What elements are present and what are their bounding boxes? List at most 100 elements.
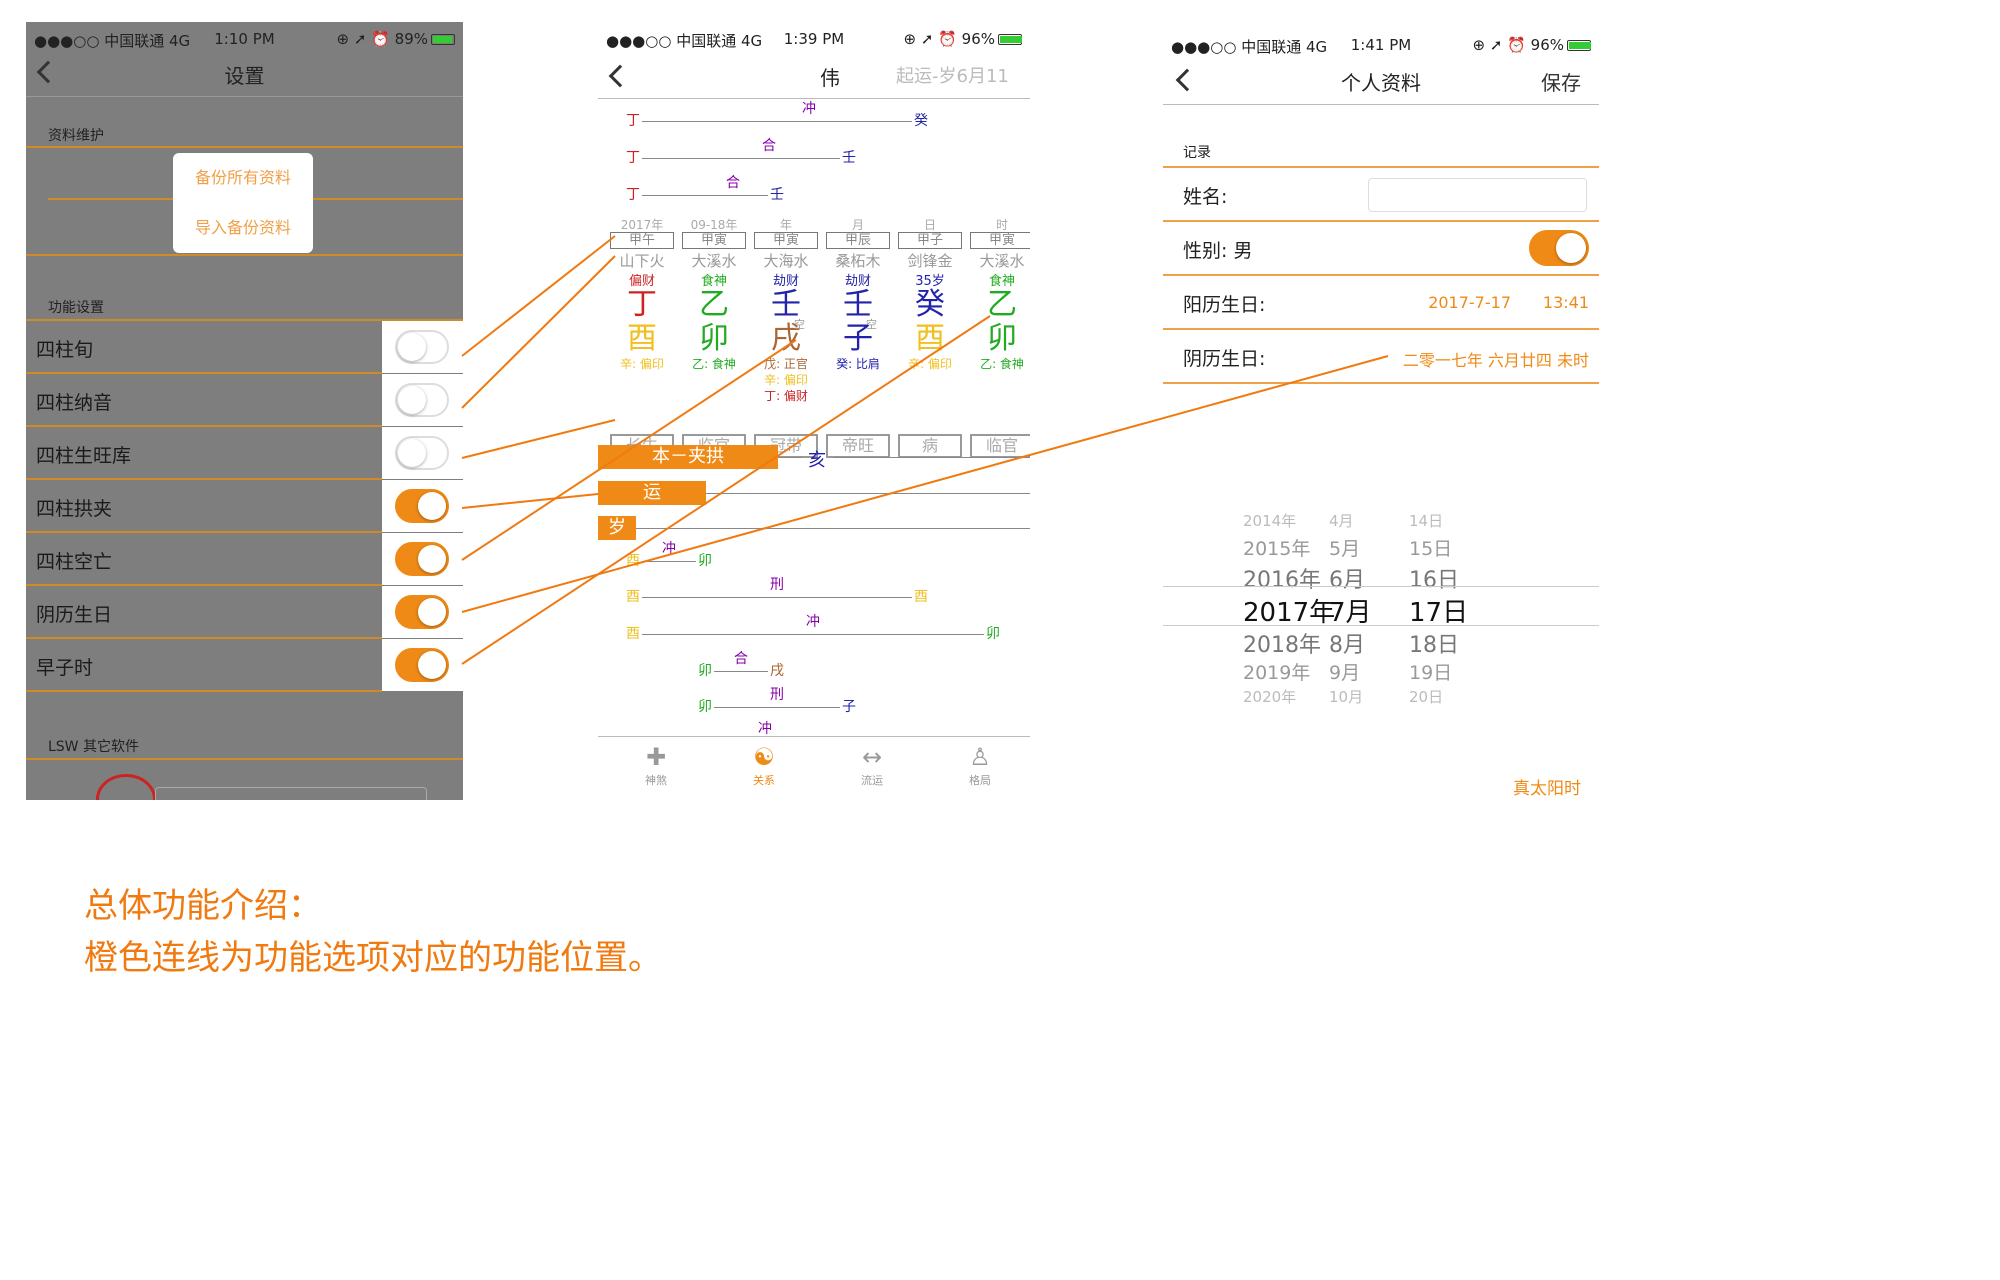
pillar-nayin: 大海水 [763,252,809,270]
relation-line [642,597,912,598]
picker-value[interactable]: 2018年 [1243,633,1321,658]
solar-date[interactable]: 2017-7-17 [1428,293,1511,312]
picker-value[interactable]: 2014年 [1243,512,1297,530]
pillar-zhi: 戌 [771,321,801,356]
picker-value[interactable]: 10月 [1329,688,1364,706]
picker-value[interactable]: 9月 [1329,662,1361,684]
name-input[interactable] [1368,178,1587,212]
gender-toggle[interactable] [1529,230,1589,266]
picker-value[interactable]: 2017年 [1243,598,1336,628]
hidden-stem: 丁: 偏财 [764,389,808,403]
picker-value[interactable]: 14日 [1409,512,1444,530]
import-backup-button[interactable]: 导入备份资料 [194,218,291,237]
picker-value[interactable]: 4月 [1329,512,1354,530]
divider [26,531,382,533]
connector-kongwang [461,339,797,561]
setting-label: 四柱生旺库 [36,445,132,467]
connector-nayin [461,255,616,409]
kongwang-mark: 空 [794,318,805,331]
divider [598,736,1030,737]
setting-row: 早子时 [26,639,463,691]
picker-value[interactable]: 5月 [1329,538,1361,560]
setting-toggle[interactable] [395,383,449,417]
divider [598,98,1030,99]
setting-toggle[interactable] [395,542,449,576]
tab-geju[interactable]: ♙格局 [930,742,1030,788]
relation-b: 壬 [770,187,784,203]
pillar-gan: 乙 [699,287,729,322]
setting-toggle[interactable] [395,595,449,629]
picker-value[interactable]: 2015年 [1243,538,1311,560]
hidden-stem: 癸: 比肩 [836,357,880,371]
battery-status: ⊕ ➚ ⏰ 89% [337,30,455,48]
picker-value[interactable]: 2016年 [1243,568,1321,593]
divider [706,493,1030,494]
hidden-stem: 辛: 偏印 [620,357,664,371]
connector-xun [461,235,616,357]
picker-selection-line [1163,586,1599,587]
tab-liuyun[interactable]: ↔流运 [822,742,922,788]
clock: 1:10 PM [214,30,275,48]
relation-a: 酉 [626,626,640,642]
true-solar-time-button[interactable]: 真太阳时 [1513,779,1581,799]
tab-shensha[interactable]: ✚神煞 [606,742,706,788]
relation-b: 酉 [914,589,928,605]
pillar-ganzhi: 甲寅 [682,232,746,249]
divider [26,146,463,148]
tab-guanxi[interactable]: ☯关系 [714,742,814,788]
picker-value[interactable]: 7月 [1329,598,1372,628]
setting-toggle[interactable] [395,489,449,523]
picker-value[interactable]: 2020年 [1243,688,1297,706]
divider [26,254,463,256]
setting-label: 四柱拱夹 [36,498,113,520]
relation-b: 子 [842,699,856,715]
person-icon: ♙ [969,743,991,771]
pillar-shishen: 食神 [700,274,727,289]
setting-toggle[interactable] [395,648,449,682]
picker-value[interactable]: 8月 [1329,633,1365,658]
save-button[interactable]: 保存 [1541,71,1581,95]
setting-row: 四柱空亡 [26,533,463,585]
pillar-zhi: 卯 [987,321,1017,356]
pillar-zhi: 酉 [627,321,657,356]
picker-value[interactable]: 19日 [1409,662,1453,684]
pillar-nayin: 山下火 [619,252,665,270]
pillar-gan: 壬 [843,287,873,322]
picker-value[interactable]: 15日 [1409,538,1453,560]
setting-label: 四柱空亡 [36,551,113,573]
pillar-ganzhi: 甲寅 [754,232,818,249]
solar-birthday-label: 阳历生日: [1183,294,1266,316]
caption-line-2: 橙色连线为功能选项对应的功能位置。 [84,938,662,978]
setting-toggle[interactable] [395,330,449,364]
settings-screen: ●●●○○ 中国联通 4G 1:10 PM ⊕ ➚ ⏰ 89% 设置 资料维护 … [26,22,463,800]
relation-a: 丁 [626,150,640,166]
relation-type: 冲 [802,101,816,117]
relations-screen: ●●●○○ 中国联通 4G 1:39 PM ⊕ ➚ ⏰ 96% 伟 起运-岁6月… [598,22,1030,800]
pillar-gan: 乙 [987,287,1017,322]
setting-toggle[interactable] [395,436,449,470]
picker-value[interactable]: 18日 [1409,633,1459,658]
bar-sui: 岁 [598,516,636,540]
solar-birthday-row[interactable]: 阳历生日: 2017-7-17 13:41 [1163,276,1599,328]
picker-value[interactable]: 16日 [1409,568,1459,593]
solar-time[interactable]: 13:41 [1542,293,1589,312]
other-app-button[interactable] [155,787,427,800]
toggle-knob [418,598,446,626]
relation-line [642,195,768,196]
status-bar: ●●●○○ 中国联通 4G 1:10 PM ⊕ ➚ ⏰ 89% [26,22,463,54]
bar-yun: 运 [598,481,706,505]
divider [26,96,463,97]
clock: 1:41 PM [1350,36,1412,54]
tab-label: 关系 [753,774,775,787]
relation-line [714,671,768,672]
picker-value[interactable]: 2019年 [1243,662,1311,684]
picker-value[interactable]: 17日 [1409,598,1469,628]
relation-line [642,634,984,635]
picker-value[interactable]: 20日 [1409,688,1444,706]
backup-all-button[interactable]: 备份所有资料 [194,168,291,187]
picker-value[interactable]: 6月 [1329,568,1365,593]
relation-type: 合 [762,138,776,154]
pillar-nayin: 桑柘木 [835,252,881,270]
